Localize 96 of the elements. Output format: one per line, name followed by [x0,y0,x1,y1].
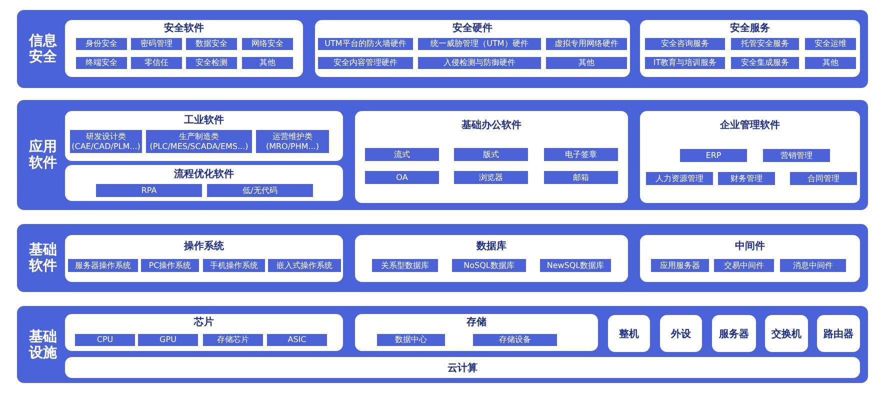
item-examples: (PLC/MES/SCADA/EMS...) [150,142,248,152]
item-tag: 其他 [805,57,856,69]
layer-band [17,306,868,383]
category-card [355,314,598,351]
item-examples: (CAE/CAD/PLM...) [72,142,140,152]
item-tag: 版式 [454,148,528,161]
item-tag: UTM平台的防火墙硬件 [318,38,413,50]
item-tag: 合同管理 [790,172,857,185]
category-card [315,20,630,77]
card-title: 流程优化软件 [174,169,234,181]
item-tag: 交易中间件 [714,259,774,272]
item-tag: 数据安全 [186,38,237,50]
item-tag: 低/无代码 [207,184,313,197]
item-tag: CPU [75,334,135,346]
item-tag: ASIC [267,334,327,346]
category-card [65,20,303,77]
item-tag: 安全检测 [186,57,237,69]
item-tag: 网络安全 [242,38,293,50]
item-tag: RPA [96,184,202,197]
layer-band [17,100,868,210]
layer-title: 信息安全 [28,33,58,65]
item-tag: 终端安全 [76,57,127,69]
item-name: 运营维护类 [272,132,312,142]
item-tag: ERP [680,149,747,162]
layer-band [17,10,868,88]
card-title: 中间件 [735,241,765,253]
category-card [355,235,628,282]
item-tag: 托管安全服务 [731,38,799,50]
item-tag: 营销管理 [763,149,830,162]
item-tag: 安全咨询服务 [645,38,725,50]
category-card [640,235,860,282]
card-title: 操作系统 [184,241,224,253]
layer-band [17,224,868,292]
item-tag: 入侵检测与防御硬件 [418,57,541,69]
item-name: 生产制造类 [179,132,219,142]
category-card: 外设 [660,315,702,352]
item-tag: 邮箱 [544,171,618,184]
category-card [640,111,860,203]
card-title: 企业管理软件 [720,120,780,132]
category-card [65,165,343,201]
card-title: 芯片 [194,317,214,329]
item-tag: 流式 [365,148,439,161]
item-tag: 关系型数据库 [372,259,438,272]
item-tag: 手机操作系统 [203,259,265,272]
card-title: 工业软件 [184,115,224,127]
item-tag: NewSQL数据库 [540,259,611,272]
layer-title: 基础设施 [28,328,58,360]
layer-title: 应用软件 [28,139,58,171]
layer-title: 基础软件 [28,242,58,274]
item-tag: PC操作系统 [141,259,199,272]
item-tag: 密码管理 [131,38,182,50]
item-tag [70,130,142,153]
category-card: 路由器 [817,315,860,352]
item-tag: 安全运维 [805,38,856,50]
item-name: 研发设计类 [86,132,126,142]
item-tag: 存储设备 [473,334,557,346]
item-tag: 应用服务器 [651,259,709,272]
category-card: 整机 [608,315,650,352]
item-tag: 服务器操作系统 [68,259,138,272]
category-card: 服务器 [712,315,756,352]
item-tag: 嵌入式操作系统 [268,259,341,272]
card-title: 数据库 [476,241,506,253]
card-title: 安全硬件 [452,23,492,35]
item-tag: 零信任 [131,57,182,69]
category-card [65,111,343,161]
item-tag: 安全集成服务 [731,57,799,69]
category-card [640,20,860,77]
item-tag: 身份安全 [76,38,127,50]
item-tag: 安全内容管理硬件 [318,57,413,69]
item-tag: 统一威胁管理（UTM）硬件 [418,38,541,50]
item-tag: IT教育与培训服务 [645,57,725,69]
item-tag: NoSQL数据库 [452,259,526,272]
item-tag [256,130,329,153]
category-bar: 云计算 [65,357,860,378]
item-tag: OA [365,171,439,184]
item-tag: 浏览器 [454,171,528,184]
card-title: 安全软件 [164,23,204,35]
item-tag: GPU [138,334,198,346]
category-card [355,111,628,203]
item-tag: 电子签章 [544,148,618,161]
item-tag: 财务管理 [718,172,775,185]
item-tag: 其他 [546,57,627,69]
item-tag: 消息中间件 [780,259,846,272]
category-card [65,235,343,282]
item-tag: 人力资源管理 [646,172,713,185]
category-card [65,314,343,351]
item-tag [146,130,252,153]
item-examples: (MRO/PHM...) [266,142,320,152]
category-card: 交换机 [765,315,808,352]
card-title: 安全服务 [730,23,770,35]
card-title: 基础办公软件 [462,120,522,132]
item-tag: 数据中心 [377,334,445,346]
item-tag: 存储芯片 [203,334,263,346]
card-title: 存储 [466,317,486,329]
item-tag: 其他 [242,57,293,69]
item-tag: 虚拟专用网络硬件 [546,38,627,50]
